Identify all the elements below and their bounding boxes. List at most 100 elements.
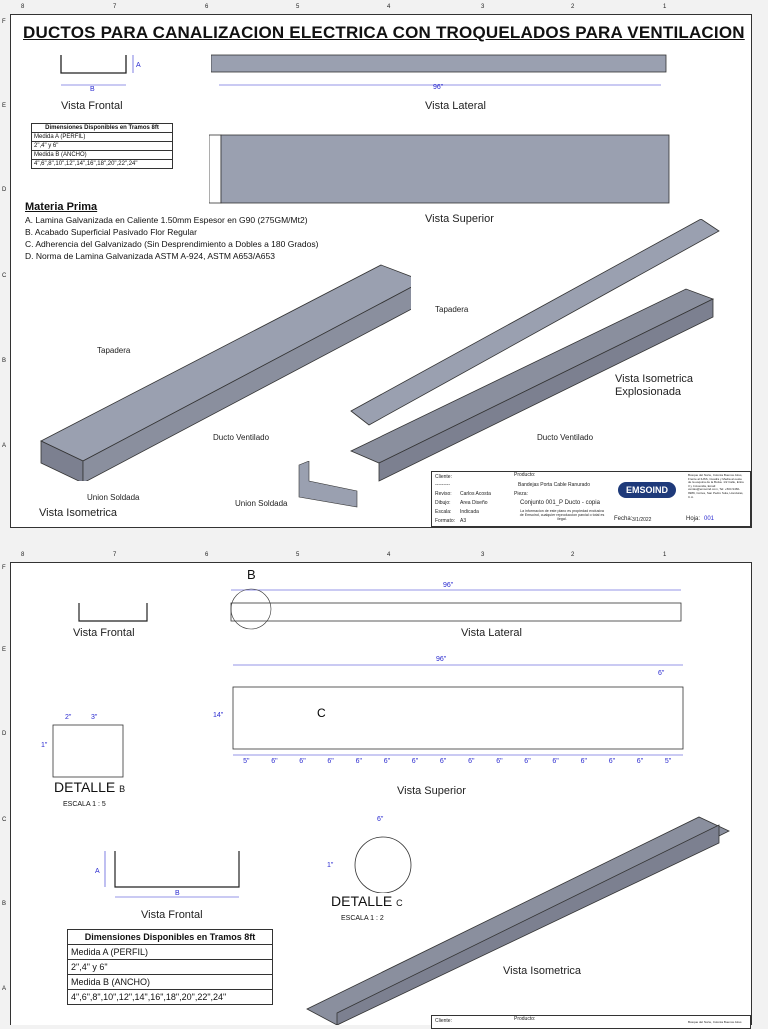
spacing-dim-label: 6"	[496, 758, 503, 765]
exploded-isometric-drawing	[350, 219, 720, 482]
col-label: 2	[571, 4, 575, 10]
dim-a-label: A	[136, 62, 141, 69]
dibujo-value: Area Diseño	[460, 500, 488, 506]
col-label: 7	[113, 552, 117, 558]
lateral-view-drawing: 96"	[230, 582, 682, 630]
col-label: 4	[387, 4, 391, 10]
table-row: 4",6",8",10",12",14",16",18",20",22",24"	[67, 989, 273, 1005]
cliente-label: Cliente:	[435, 1018, 452, 1024]
row-label: D	[2, 187, 7, 193]
company-logo: EMSOIND	[618, 482, 677, 498]
callout-union: Union Soldada	[87, 493, 140, 502]
front-view-label: Vista Frontal	[73, 627, 135, 639]
spacing-dim-label: 6"	[524, 758, 531, 765]
reviso-label: Reviso:	[435, 491, 452, 497]
front-view-bottom-drawing: A B	[95, 851, 240, 898]
callout-ducto: Ducto Ventilado	[213, 433, 270, 442]
spacing-dim-label: 6"	[412, 758, 419, 765]
front-view-profile	[78, 603, 148, 622]
escala-label: Escala:	[435, 509, 452, 515]
row-label: D	[2, 731, 7, 737]
dim-b-label: B	[175, 890, 180, 897]
spacing-dim-label: 5"	[243, 758, 250, 765]
formato-label: Formato:	[435, 518, 456, 524]
hoja-label: Hoja:	[686, 516, 701, 522]
materia-prima-heading: Materia Prima	[25, 201, 98, 213]
spacing-dim-label: 6"	[384, 758, 391, 765]
detail-c-title: DETALLE C	[331, 893, 403, 909]
detail-c-letter: C	[396, 898, 403, 908]
producto-value: Bandejas Porta Cable Ranurado	[518, 482, 590, 488]
pieza-label: Pieza:	[514, 491, 528, 497]
detail-b-title-text: DETALLE	[54, 779, 116, 795]
detail-b-drawing: 2" 3" 1"	[41, 714, 124, 778]
exploded-view-label-2: Explosionada	[615, 386, 682, 398]
row-label: E	[2, 647, 7, 653]
front-view-label: Vista Frontal	[61, 100, 123, 112]
isometric-view-label: Vista Isometrica	[39, 507, 118, 519]
title-block-partial: Cliente: Producto: Bosque del Norte, Col…	[431, 1015, 751, 1029]
superior-view-label: Vista Superior	[397, 785, 466, 797]
producto-label: Producto:	[514, 1016, 536, 1022]
table-title: Dimensiones Disponibles en Tramos 8ft	[67, 929, 273, 945]
row-label: F	[2, 565, 6, 571]
col-label: 1	[663, 4, 667, 10]
isometric-view-label: Vista Isometrica	[503, 965, 582, 977]
col-label: 2	[571, 552, 575, 558]
detail-c-marker: C	[317, 706, 326, 720]
col-label: 6	[205, 552, 209, 558]
company-address: Bosque del Norte, Colonia Buenos Aires	[688, 1020, 742, 1024]
escala-value: Indicada	[460, 509, 479, 515]
spacing-dim-label: 6"	[440, 758, 447, 765]
pieza-value: Conjunto 001_P Ducto - copia	[520, 500, 600, 506]
col-label: 3	[481, 4, 485, 10]
detail-c-title-text: DETALLE	[331, 893, 393, 909]
materia-item: A. Lamina Galvanizada en Caliente 1.50mm…	[25, 215, 308, 225]
table-row: 2",4" y 6"	[67, 959, 273, 975]
dim-one-label: 1"	[41, 742, 48, 749]
dim-length-label: 96"	[433, 84, 444, 91]
dimensions-table: Dimensiones Disponibles en Tramos 8ft Me…	[31, 123, 173, 169]
hoja-value: 001	[704, 516, 715, 522]
reviso-value: Carlos Acosta	[460, 491, 491, 497]
dim-six-label: 6"	[658, 670, 665, 677]
formato-value: A3	[460, 518, 467, 524]
company-address: Bosque del Norte, Colonia Buenos Aires, …	[688, 473, 744, 499]
spacing-dim-label: 6"	[356, 758, 363, 765]
row-label: E	[2, 103, 7, 109]
row-label: A	[2, 986, 7, 992]
col-label: 6	[205, 4, 209, 10]
isometric-duct-drawing	[40, 264, 411, 481]
ownership-note: La informacion de este plano es propieda…	[519, 509, 605, 521]
spacing-dim-label: 6"	[609, 758, 616, 765]
detail-b-scale: ESCALA 1 : 5	[63, 801, 106, 808]
drawing-sheet-2: 8 7 6 5 4 3 2 1 F E D C B A Vista Fronta…	[2, 552, 752, 1029]
col-label: 3	[481, 552, 485, 558]
dim-length-label: 96"	[443, 582, 454, 589]
callout-union-piece: Union Soldada	[235, 499, 288, 508]
table-row: 2",4" y 6"	[31, 141, 173, 151]
table-row: Medida B (ANCHO)	[67, 974, 273, 990]
col-label: 5	[296, 4, 300, 10]
row-label: C	[2, 817, 7, 823]
dibujo-label: Dibujo:	[435, 500, 451, 506]
lateral-view-drawing: 96"	[211, 54, 667, 91]
lateral-view-label: Vista Lateral	[425, 100, 486, 112]
detail-c-drawing: 6" 1"	[327, 816, 412, 893]
spacing-dim-label: 6"	[637, 758, 644, 765]
dim-two-label: 2"	[65, 714, 72, 721]
dim-three-label: 3"	[91, 714, 98, 721]
spacing-dim-label: 6"	[581, 758, 588, 765]
dim-fourteen-label: 14"	[213, 712, 224, 719]
front-view-bottom-label: Vista Frontal	[141, 909, 203, 921]
materia-item: C. Adherencia del Galvanizado (Sin Despr…	[25, 239, 319, 249]
front-view-drawing: B A	[60, 55, 141, 93]
dimensions-table: Dimensiones Disponibles en Tramos 8ft Me…	[67, 929, 273, 1005]
col-label: 4	[387, 552, 391, 558]
superior-view-drawing	[209, 134, 670, 204]
dim-length-label: 96"	[436, 656, 447, 663]
isometric-duct-drawing	[306, 816, 730, 1025]
row-label: C	[2, 273, 7, 279]
callout-tapadera: Tapadera	[97, 346, 131, 355]
spacing-dim-label: 6"	[327, 758, 334, 765]
